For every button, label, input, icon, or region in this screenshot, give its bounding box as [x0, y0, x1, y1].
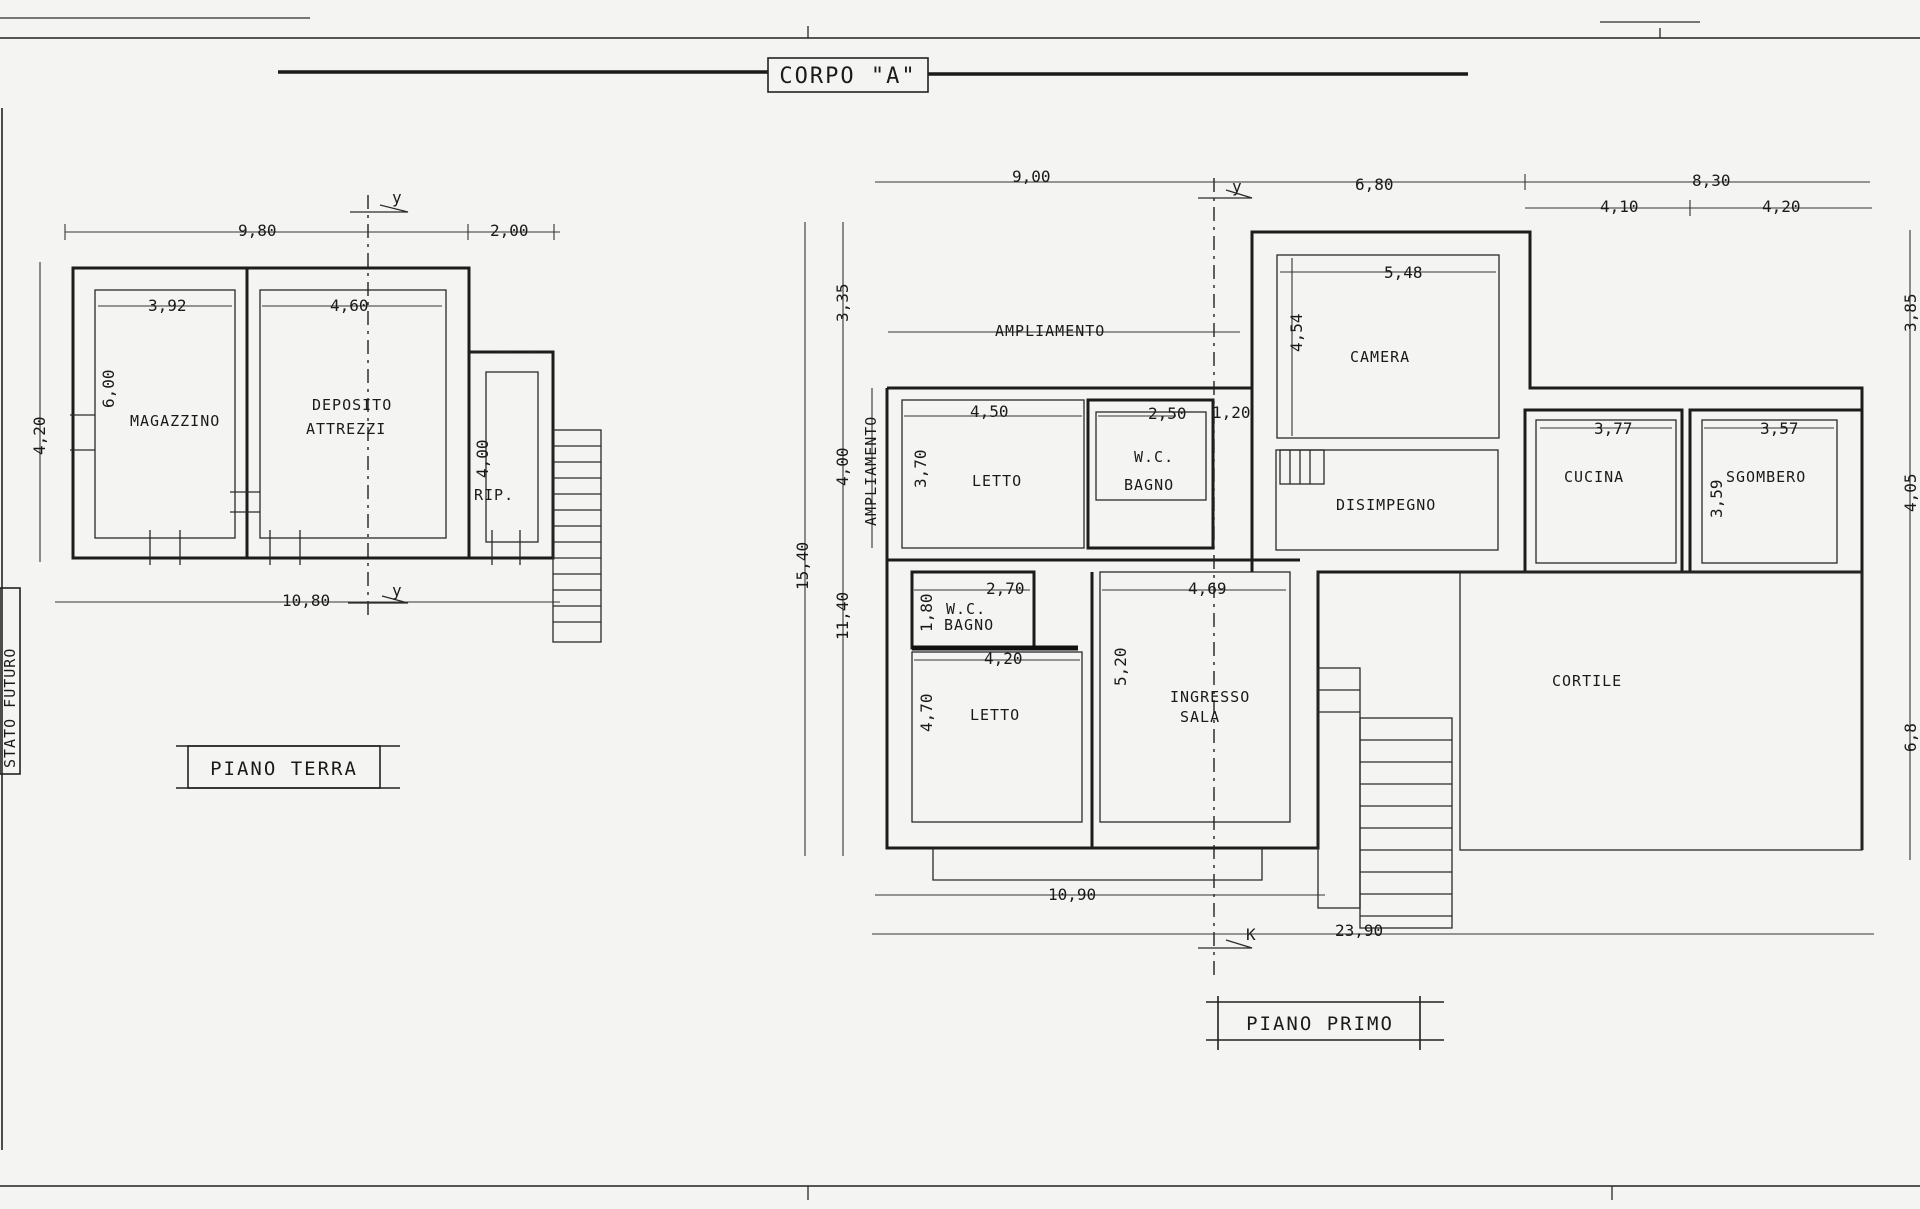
pp-dim-top-left: 9,00 [1012, 167, 1051, 186]
pt-room-attrezzi: ATTREZZI [306, 420, 386, 438]
pp-room-wc1: W.C. [1134, 448, 1174, 466]
pp-room-camera: CAMERA [1350, 348, 1410, 366]
pp-dim-top-mid: 6,80 [1355, 175, 1394, 194]
pp-dim-ingresso-w: 4,69 [1188, 579, 1227, 598]
pt-room-deposito: DEPOSITO [312, 396, 392, 414]
pp-room-sala: SALA [1180, 708, 1220, 726]
pt-section-mark-bottom: y [392, 581, 402, 600]
pp-dim-bottom-a: 10,90 [1048, 885, 1096, 904]
pp-ampliamento-h: AMPLIAMENTO [995, 322, 1105, 340]
pp-dim-top-r2: 4,20 [1762, 197, 1801, 216]
pp-dim-letto2-h: 4,70 [917, 693, 936, 732]
pp-dim-letto2-w: 4,20 [984, 649, 1023, 668]
pp-dim-sgombero-h: 3,59 [1707, 479, 1726, 518]
pp-dim-wc1-w: 2,50 [1148, 404, 1187, 423]
pp-dim-ingresso-h: 5,20 [1111, 647, 1130, 686]
pp-room-ingresso: INGRESSO [1170, 688, 1250, 706]
pp-dim-top-right: 8,30 [1692, 171, 1731, 190]
pt-dim-mag-h: 6,00 [99, 369, 118, 408]
pp-dim-right-b: 4,05 [1901, 473, 1920, 512]
pp-dim-bottom-total: 23,90 [1335, 921, 1383, 940]
pp-dim-right-a: 3,85 [1901, 293, 1920, 332]
pt-dim-rip-h: 4,00 [473, 439, 492, 478]
pt-dim-width-side: 2,00 [490, 221, 529, 240]
pt-dim-mag-w: 3,92 [148, 296, 187, 315]
side-label: STATO FUTURO [1, 648, 19, 768]
piano-terra-stair [552, 429, 602, 643]
pp-external-stair [1317, 667, 1453, 929]
pp-internal-stair [1279, 449, 1325, 485]
pp-dim-wc2-h: 1,80 [917, 593, 936, 632]
pp-room-bagno1: BAGNO [1124, 476, 1174, 494]
pp-room-bagno2: BAGNO [944, 616, 994, 634]
pp-dim-camera-h: 4,54 [1287, 313, 1306, 352]
sheet-frame [0, 17, 1920, 1200]
pp-dim-wc1-x: 1,20 [1212, 403, 1251, 422]
pt-room-rip: RIP. [474, 486, 514, 504]
pt-dim-width-total: 9,80 [238, 221, 277, 240]
piano-terra-caption: PIANO TERRA [210, 758, 358, 780]
pp-dim-left-c: 11,40 [833, 592, 852, 640]
pp-room-cucina: CUCINA [1564, 468, 1624, 486]
piano-terra-plan: y y 9,80 2,00 10,80 4,20 3,92 6,00 4,60 … [30, 188, 602, 789]
pp-dim-sgombero-w: 3,57 [1760, 419, 1799, 438]
pp-room-letto2: LETTO [970, 706, 1020, 724]
pp-section-mark-top: y [1232, 177, 1242, 196]
title-block: CORPO "A" [278, 57, 1468, 93]
side-label-block: STATO FUTURO [0, 108, 21, 1150]
pp-room-disimpegno: DISIMPEGNO [1336, 496, 1436, 514]
pt-dim-height: 4,20 [30, 416, 49, 455]
pp-dim-right-c: 6,8 [1901, 723, 1920, 752]
pp-dim-left-total: 15,40 [793, 542, 812, 590]
pp-dim-letto1-h: 3,70 [911, 449, 930, 488]
pt-dim-dep-w: 4,60 [330, 296, 369, 315]
pt-section-mark-top: y [392, 188, 402, 207]
pp-dim-cucina-w: 3,77 [1594, 419, 1633, 438]
pt-dim-width-bottom: 10,80 [282, 591, 330, 610]
pp-room-sgombero: SGOMBERO [1726, 468, 1806, 486]
piano-primo-plan: y K 9,00 6,80 8,30 4,10 4,20 AMPLIAMENTO… [793, 167, 1920, 1050]
pp-dim-letto1-w: 4,50 [970, 402, 1009, 421]
pp-room-wc2: W.C. [946, 600, 986, 618]
pp-ampliamento-v: AMPLIAMENTO [862, 416, 880, 526]
pp-dim-top-r1: 4,10 [1600, 197, 1639, 216]
pp-dim-left-b: 4,00 [833, 447, 852, 486]
pp-dim-wc2-w: 2,70 [986, 579, 1025, 598]
pp-dim-left-a: 3,35 [833, 283, 852, 322]
pp-room-cortile: CORTILE [1552, 672, 1622, 690]
pt-room-magazzino: MAGAZZINO [130, 412, 220, 430]
page-title: CORPO "A" [779, 64, 916, 89]
pp-dim-camera-w: 5,48 [1384, 263, 1423, 282]
piano-primo-caption: PIANO PRIMO [1246, 1013, 1394, 1035]
pp-room-letto1: LETTO [972, 472, 1022, 490]
